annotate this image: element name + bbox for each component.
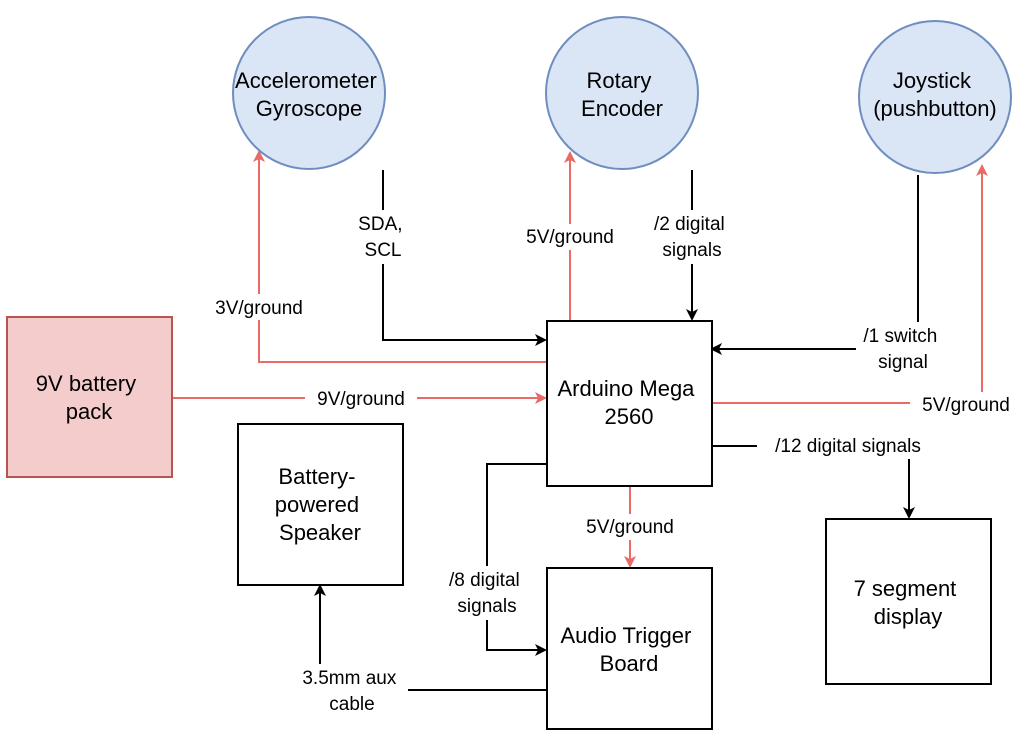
node-speaker (237, 423, 404, 586)
node-arduino-mega (546, 320, 713, 487)
edge-label-rotary-signal: /2 digital signals (654, 214, 730, 261)
edge-label-battery-power: 9V/ground (317, 389, 405, 410)
edge-label-audio-signal: /8 digital signals (449, 570, 525, 617)
node-joystick (858, 20, 1012, 174)
edge-audio-signal (486, 463, 547, 656)
node-label-battery-pack: 9V battery pack (36, 371, 142, 424)
edge-label-audio-power: 5V/ground (586, 517, 674, 538)
node-label-speaker: Battery- powered Speaker (275, 464, 366, 545)
node-battery-pack (6, 316, 173, 478)
edge-label-joystick-signal: /1 switch signal (863, 326, 942, 373)
edge-labels: 3V/ground SDA, SCL 5V/ground /2 digital … (203, 210, 1022, 718)
edge-label-rotary-power: 5V/ground (526, 227, 614, 248)
node-labels: Accelerometer Gyroscope Rotary Encoder J… (36, 68, 997, 676)
edge-label-accel-power: 3V/ground (215, 298, 303, 319)
edge-label-joystick-power: 5V/ground (922, 395, 1010, 416)
node-label-7-segment-display: 7 segment display (854, 576, 963, 629)
node-rotary-encoder (545, 16, 699, 170)
node-label-arduino-mega: Arduino Mega 2560 (557, 376, 700, 429)
node-audio-trigger-board (546, 567, 713, 730)
edge-label-display-signal: /12 digital signals (775, 436, 921, 457)
node-label-accelerometer-gyroscope: Accelerometer Gyroscope (235, 68, 383, 121)
node-accelerometer-gyroscope (232, 16, 386, 170)
node-label-audio-trigger-board: Audio Trigger Board (561, 623, 698, 676)
edge-label-aux-cable: 3.5mm aux cable (302, 668, 401, 715)
edge-label-accel-signal: SDA, SCL (358, 214, 408, 261)
node-7-segment-display (825, 518, 992, 685)
node-label-rotary-encoder: Rotary Encoder (581, 68, 663, 121)
node-label-joystick: Joystick (pushbutton) (873, 68, 997, 121)
nodes (6, 16, 1012, 730)
edge-accel-power (253, 150, 547, 363)
